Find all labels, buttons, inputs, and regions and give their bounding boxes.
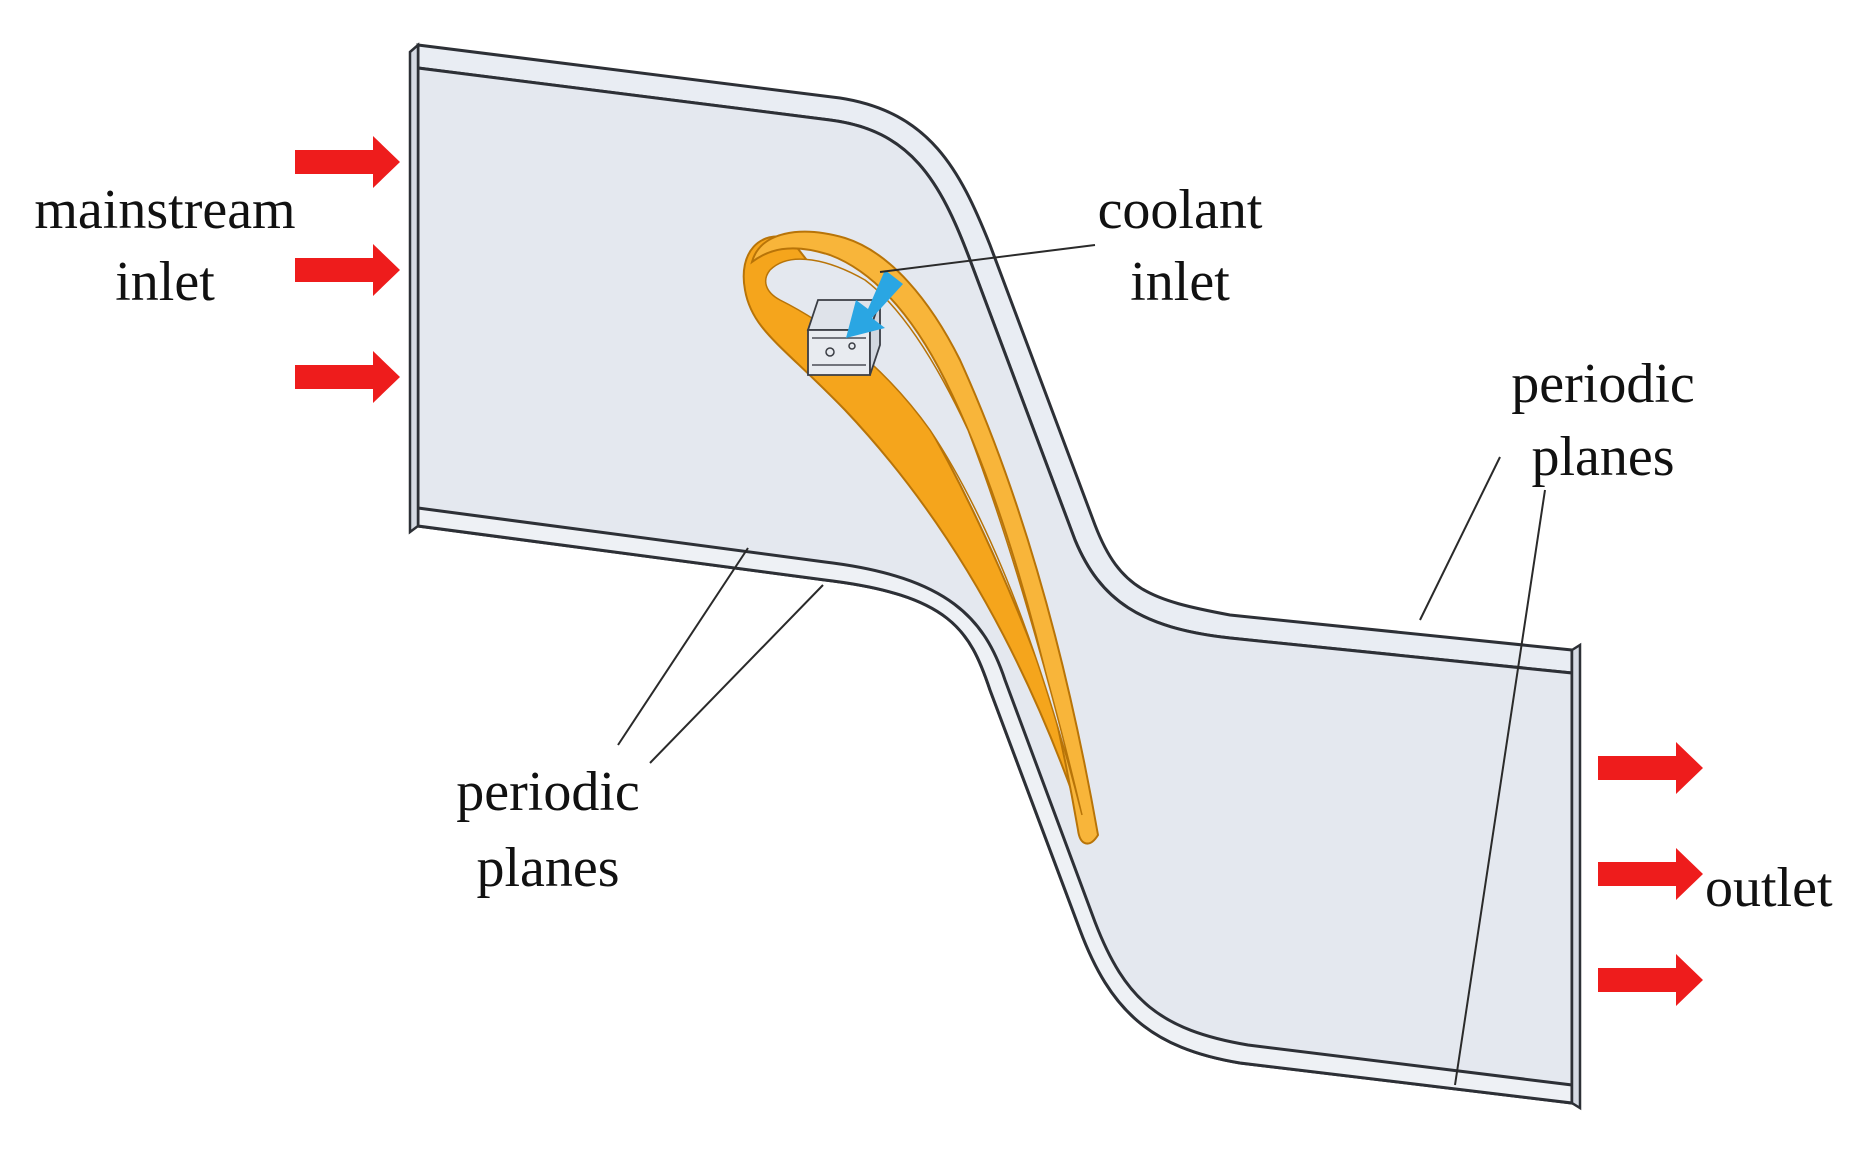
label-mainstream-inlet-line2: inlet: [115, 251, 215, 313]
leader-periodic-left-1: [617, 547, 749, 746]
inlet-edge-face: [408, 42, 420, 535]
inlet-arrow-1: [295, 136, 400, 188]
label-coolant-inlet-line1: coolant: [1098, 179, 1263, 241]
leader-periodic-right-1: [1419, 456, 1501, 621]
inlet-arrow-2: [295, 244, 400, 296]
coolant-inlet-arrow: [846, 270, 903, 338]
leader-periodic-right-2: [1454, 489, 1546, 1086]
mainstream-inlet-arrows: [295, 136, 400, 403]
domain-bottom-thickness-face: [416, 506, 1574, 1105]
label-periodic-planes-right-line2: planes: [1531, 426, 1674, 488]
leader-coolant-inlet: [879, 244, 1096, 273]
label-periodic-planes-left-line2: planes: [476, 837, 619, 899]
label-periodic-planes-right-line1: periodic: [1511, 353, 1694, 415]
labels: mainstream inlet coolant inlet periodic …: [34, 179, 1833, 919]
label-periodic-planes-left-line1: periodic: [456, 761, 639, 823]
label-mainstream-inlet-line1: mainstream: [34, 179, 295, 241]
leader-lines: [617, 244, 1546, 1086]
label-coolant-inlet-line2: inlet: [1130, 251, 1230, 313]
outlet-arrow-1: [1598, 742, 1703, 794]
outlet-edge-face: [1570, 642, 1582, 1111]
outlet-arrows: [1598, 742, 1703, 1006]
inlet-arrow-3: [295, 351, 400, 403]
outlet-arrow-3: [1598, 954, 1703, 1006]
outlet-arrow-2: [1598, 848, 1703, 900]
leader-periodic-left-2: [649, 584, 824, 764]
label-outlet: outlet: [1705, 857, 1833, 919]
